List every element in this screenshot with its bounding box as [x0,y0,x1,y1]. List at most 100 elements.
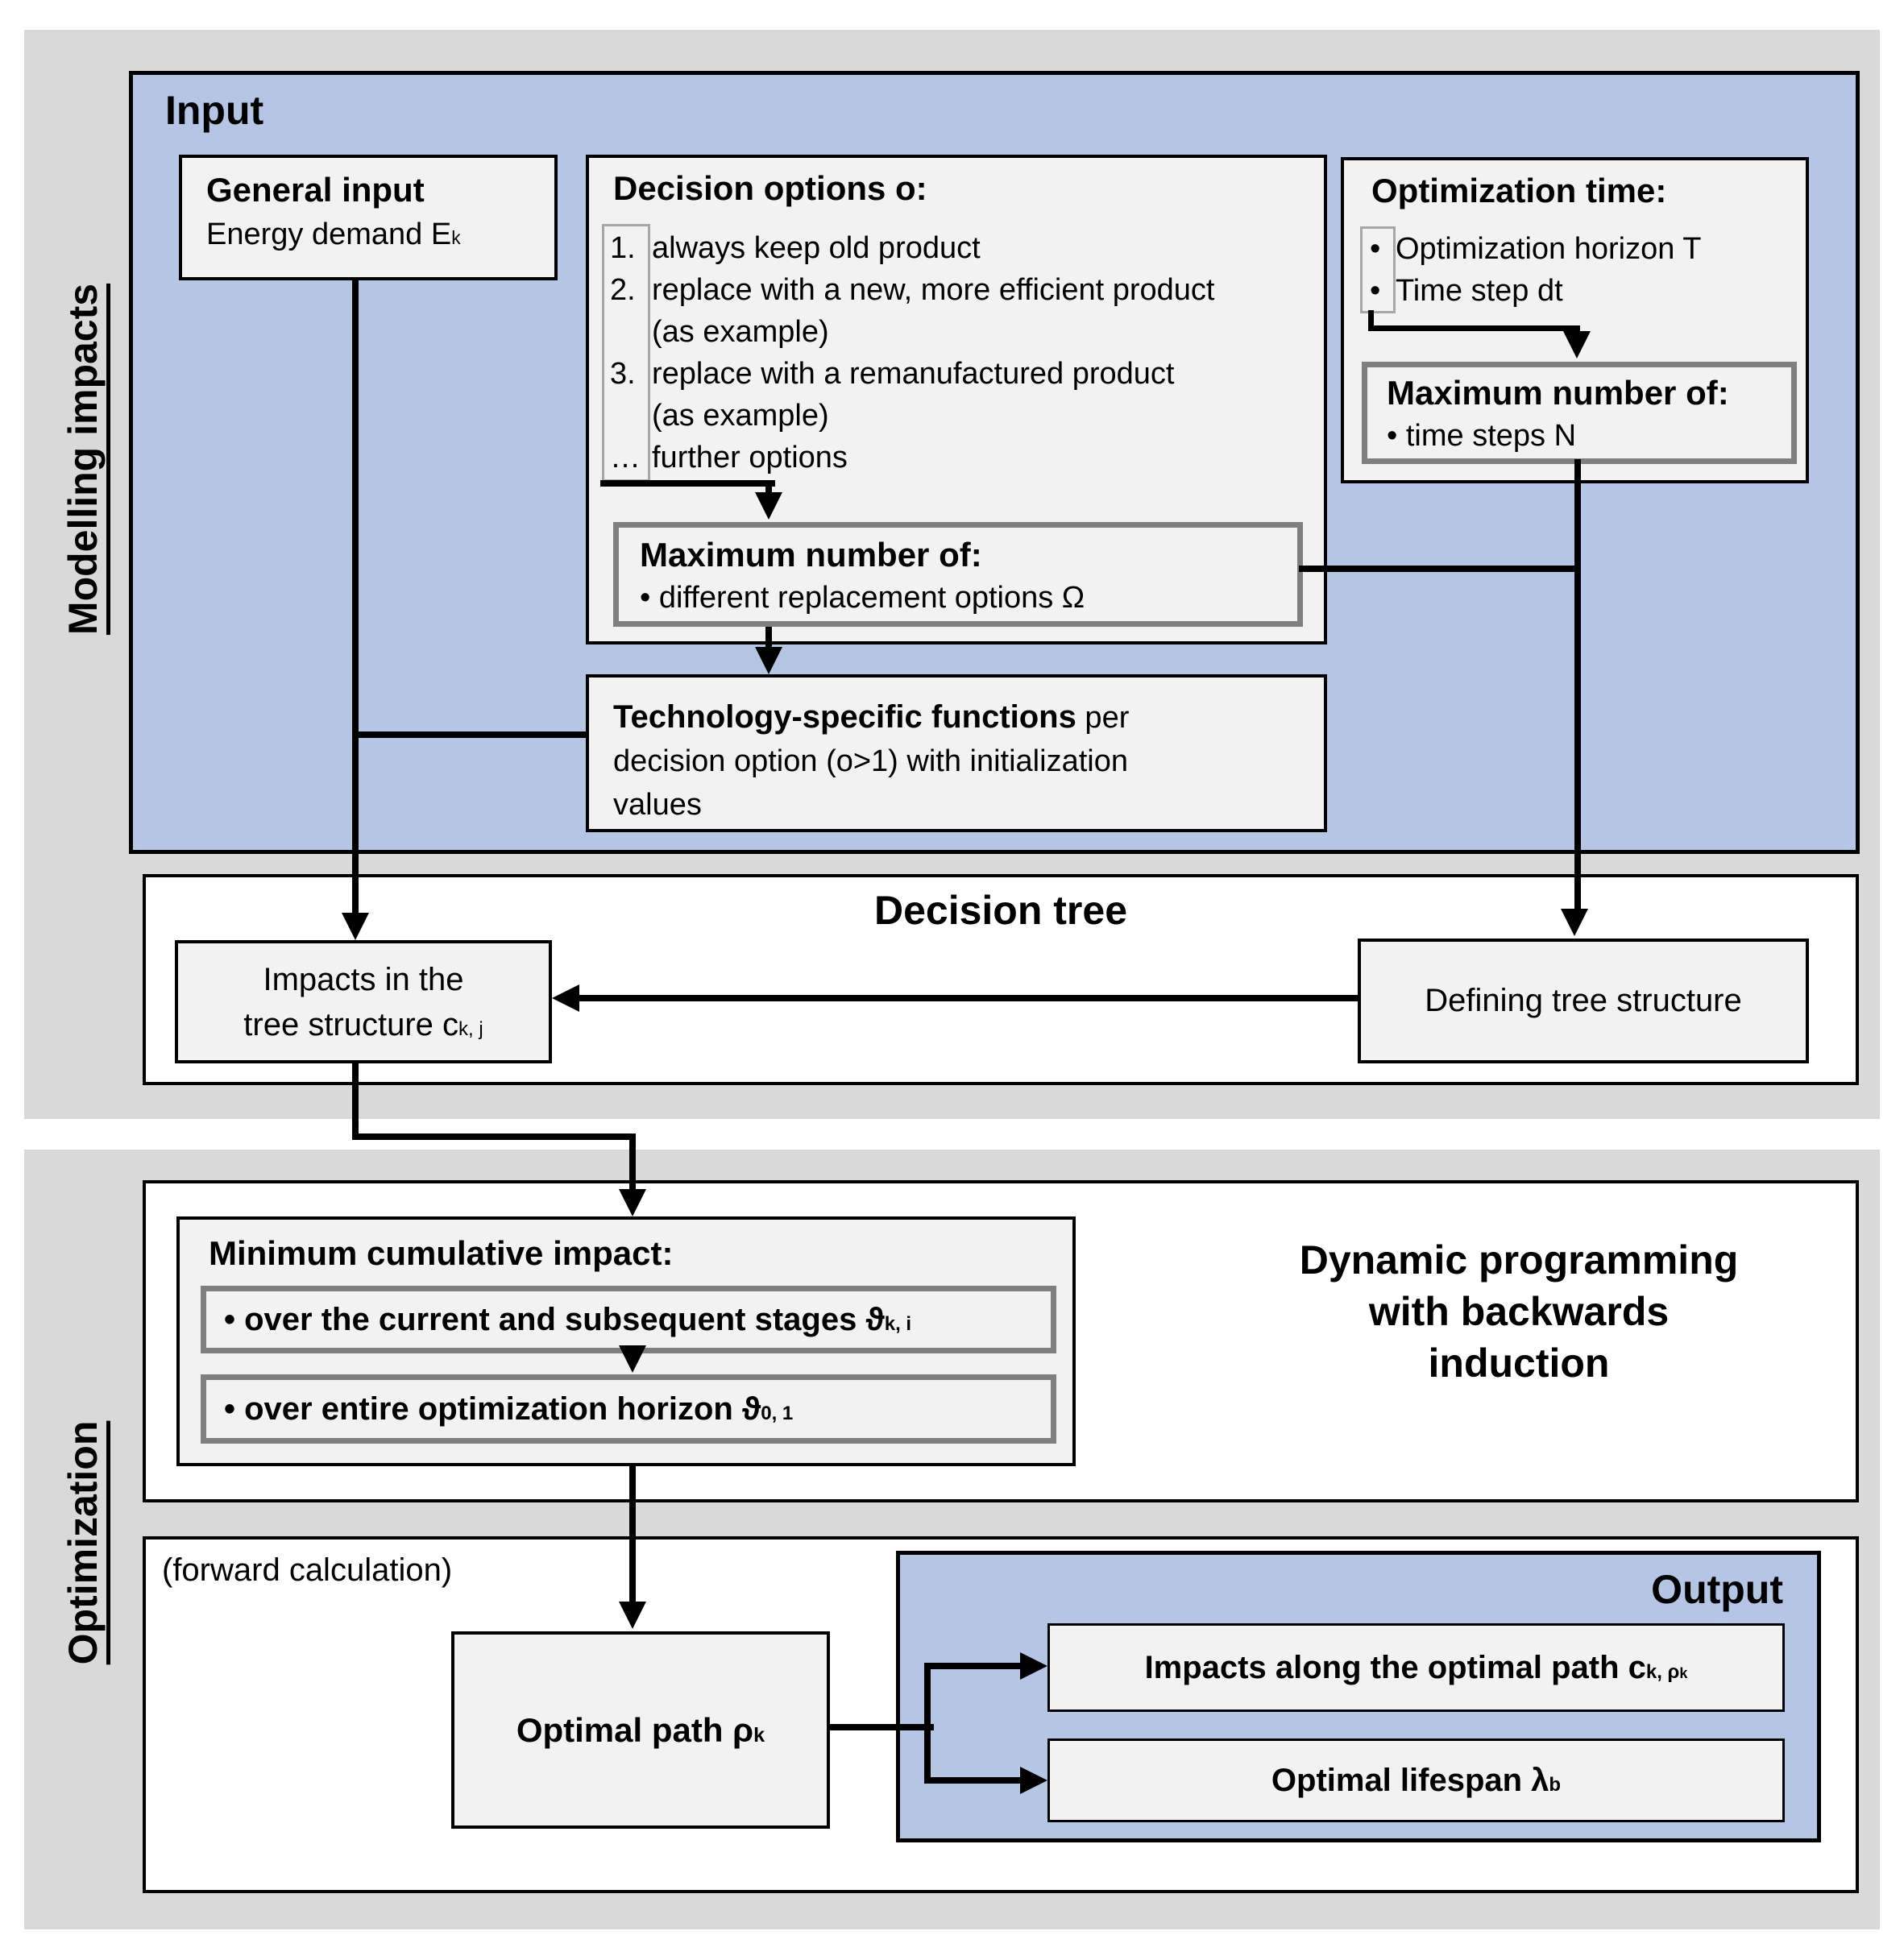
horizon-impact-text: • over entire optimization horizon ϑ0, 1 [224,1391,793,1428]
list-item-number: 3. [610,357,636,391]
max-time-steps-box: Maximum number of: • time steps N [1362,362,1797,464]
decision-options-box: Decision options o: 1. always keep old pr… [586,155,1327,644]
general-input-text: Energy demand E [206,218,452,251]
decision-options-list: 1. always keep old product 2.replace with… [604,227,1313,479]
optimal-path-subscript: k [753,1723,765,1747]
optimization-time-box: Optimization time: • Optimization horizon… [1341,157,1809,483]
dynamic-line1: Dynamic programming [1299,1237,1739,1283]
technology-functions-box: Technology-specific functions per decisi… [586,674,1327,832]
bullet-marker: • [1370,232,1381,266]
list-item: 2.replace with a new, more efficient pro… [604,269,1313,311]
list-item: … further options [604,437,1313,479]
max-time-steps-title: Maximum number of: [1387,374,1729,412]
arrowhead-into-max-replacement-box [755,492,782,520]
stage-impact-main: • over the current and subsequent stages… [224,1301,885,1337]
technology-line3: values [613,788,702,822]
connector-defining-to-impacts [577,995,1358,1001]
list-item-number: 1. [610,231,636,265]
optimal-lifespan-main: Optimal lifespan λ [1271,1762,1549,1798]
impacts-line2: tree structure c [243,1006,459,1042]
list-item-text: Time step dt [1396,274,1563,308]
stage-impact-subscript: k, i [884,1312,912,1335]
impacts-optimal-path-sub1: k, ρ [1645,1660,1680,1683]
minimum-cumulative-impact-title: Minimum cumulative impact: [209,1234,674,1272]
minimum-cumulative-impact-box: Minimum cumulative impact: • over the cu… [176,1216,1076,1466]
list-item-text: further options [652,441,848,474]
connector-impacts-jog-v1 [352,1063,359,1140]
defining-tree-structure-box: Defining tree structure [1358,939,1809,1063]
forward-calculation-note: (forward calculation) [162,1552,453,1588]
technology-rest-text: per [1076,701,1130,735]
list-item: (as example) [604,311,1313,353]
impacts-optimal-path-main: Impacts along the optimal path c [1144,1649,1646,1685]
dynamic-line2: with backwards [1368,1289,1670,1334]
optimal-lifespan-box: Optimal lifespan λb [1047,1738,1785,1822]
connector-timesteps-to-defining [1574,459,1581,909]
optimal-path-main: Optimal path ρ [516,1710,754,1749]
impacts-optimal-path-sub2: k [1679,1664,1688,1681]
general-input-body: Energy demand Ek [206,218,554,252]
stage-impact-box: • over the current and subsequent stages… [201,1286,1056,1353]
arrowhead-into-horizon-box [619,1345,646,1373]
max-replacement-title: Maximum number of: [640,536,982,574]
general-input-title: General input [206,171,425,209]
connector-output-branch2 [924,1777,1020,1784]
horizon-impact-box: • over entire optimization horizon ϑ0, 1 [201,1374,1056,1444]
connector-path-horizontal [830,1724,934,1730]
arrowhead-into-max-timesteps-box [1563,331,1591,358]
list-item: • Time step dt [1360,270,1795,312]
technology-line2: decision option (o>1) with initializatio… [613,744,1128,778]
optimization-time-title: Optimization time: [1371,172,1667,209]
stage-impact-text: • over the current and subsequent stages… [224,1302,911,1338]
impacts-optimal-path-box: Impacts along the optimal path ck, ρk [1047,1623,1785,1712]
decision-tree-title: Decision tree [873,888,1127,933]
arrowhead-into-lifespan-output [1020,1767,1047,1794]
connector-minimum-to-path [629,1465,636,1603]
arrowhead-into-impacts-right [552,984,579,1012]
input-panel-title: Input [165,88,264,133]
general-input-box: General input Energy demand Ek [179,155,558,280]
dynamic-line3: induction [1428,1341,1610,1386]
optimization-time-list: • Optimization horizon T • Time step dt [1360,228,1795,312]
technology-line1: Technology-specific functions per [613,695,1300,740]
output-panel-title: Output [1651,1567,1783,1612]
arrowhead-into-technology-box [755,647,782,674]
impacts-tree-structure-text: Impacts in the tree structure ck, j [243,957,483,1047]
arrowhead-into-defining-box [1561,909,1588,936]
list-item-text: (as example) [652,399,829,433]
list-item-number: … [610,441,641,474]
modelling-section-label: Modelling impacts [60,283,106,636]
list-item-number [604,395,652,437]
decision-options-title: Decision options o: [613,169,927,207]
defining-tree-structure-text: Defining tree structure [1425,983,1742,1018]
connector-impacts-jog-h [352,1133,636,1140]
list-item-text: replace with a new, more efficient produ… [652,273,1215,307]
list-item: • Optimization horizon T [1360,228,1795,270]
arrowhead-into-impacts-output [1020,1652,1047,1680]
list-item: 1. always keep old product [604,227,1313,269]
list-item-text: replace with a remanufactured product [652,357,1175,391]
bullet-marker: • [1370,274,1381,308]
optimization-time-bullet-column [1360,226,1396,313]
impacts-optimal-path-text: Impacts along the optimal path ck, ρk [1145,1650,1688,1686]
list-item: (as example) [604,395,1313,437]
list-item-number [604,311,652,353]
general-input-subscript: k [451,227,461,248]
connector-output-split [924,1663,931,1784]
connector-output-branch1 [924,1663,1020,1669]
connector-max-horizontal-join [1299,566,1581,572]
optimal-lifespan-text: Optimal lifespan λb [1271,1763,1561,1799]
list-item-text: Optimization horizon T [1396,232,1702,266]
arrowhead-into-optimal-path [619,1602,646,1629]
connector-max-to-technology [765,627,772,651]
list-item-text: always keep old product [652,231,981,265]
arrowhead-into-impacts-box [342,913,369,940]
connector-decision-list-horizontal [600,480,775,487]
optimization-section-label: Optimization [60,1420,106,1665]
max-replacement-item: • different replacement options Ω [640,581,1085,615]
arrowhead-into-minimum-box [619,1189,646,1216]
impacts-subscript: k, j [458,1017,483,1040]
horizon-impact-subscript: 0, 1 [761,1402,794,1424]
optimal-path-box: Optimal path ρk [451,1631,830,1829]
